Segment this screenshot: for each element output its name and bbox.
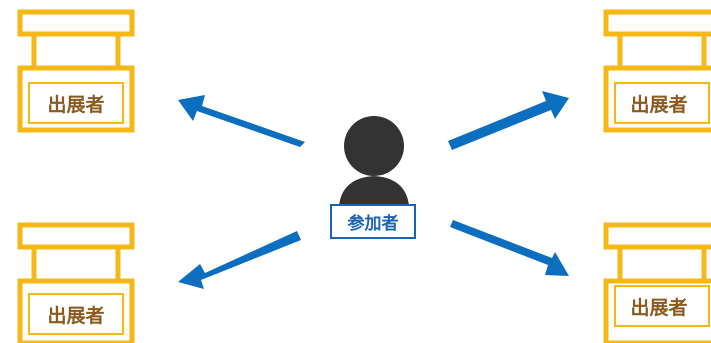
booth-icon: [17, 222, 135, 343]
arrow-icon: [178, 231, 301, 289]
arrow-icon: [178, 95, 305, 147]
booth-icon: [17, 9, 135, 133]
exhibitor-label: 出展者: [630, 93, 688, 116]
arrow-icon: [450, 220, 569, 276]
exhibitor-label: 出展者: [47, 93, 105, 116]
exhibitor-label: 出展者: [630, 296, 688, 319]
booth-icon: [603, 9, 711, 133]
booth-icon: [603, 222, 711, 343]
participant-label-box: [330, 204, 416, 239]
person-icon: [339, 116, 409, 206]
arrow-icon: [448, 91, 569, 150]
exhibitor-label: 出展者: [47, 304, 105, 327]
participant-label: 参加者: [347, 214, 399, 234]
